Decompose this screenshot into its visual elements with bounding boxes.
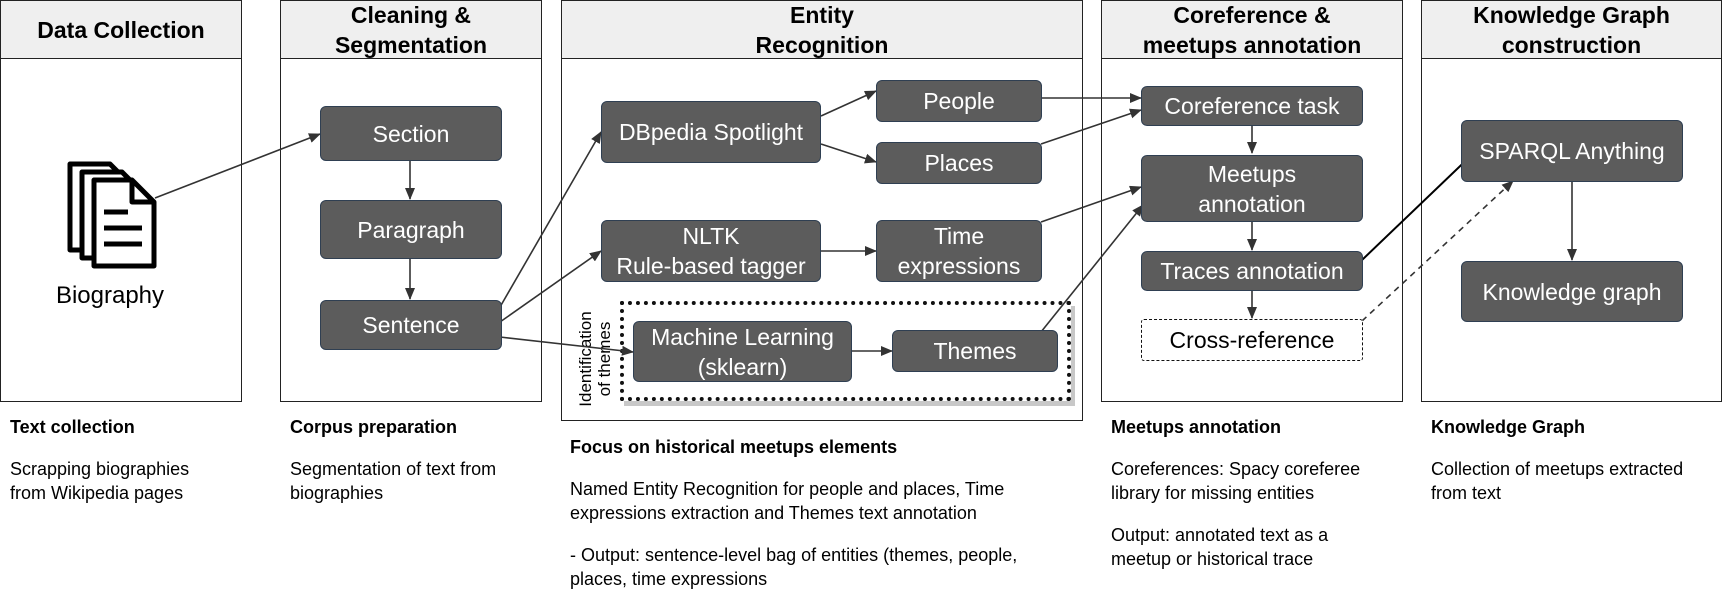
caption-cleaning: Corpus preparation Segmentation of text … <box>290 415 550 523</box>
dbpedia-spotlight-node: DBpedia Spotlight <box>601 101 821 163</box>
machine-learning-node: Machine Learning (sklearn) <box>633 321 852 382</box>
caption-knowledge-graph: Knowledge Graph Collection of meetups ex… <box>1431 415 1721 523</box>
caption-title: Meetups annotation <box>1111 417 1281 437</box>
caption-title: Focus on historical meetups elements <box>570 437 898 457</box>
nltk-node: NLTK Rule-based tagger <box>601 220 821 282</box>
caption-coreference: Meetups annotation Coreferences: Spacy c… <box>1111 415 1411 589</box>
paragraph-node: Paragraph <box>320 200 502 259</box>
sparql-anything-node: SPARQL Anything <box>1461 120 1683 182</box>
caption-entity: Focus on historical meetups elements Nam… <box>570 435 1090 609</box>
caption-text: Coreferences: Spacy coreferee library fo… <box>1111 459 1361 503</box>
people-node: People <box>876 80 1042 122</box>
caption-title: Corpus preparation <box>290 417 458 437</box>
themes-node: Themes <box>892 330 1058 372</box>
caption-output: Output: annotated text as a meetup or hi… <box>1111 525 1329 569</box>
caption-text: Named Entity Recognition for people and … <box>570 479 1005 523</box>
coreference-task-node: Coreference task <box>1141 86 1363 126</box>
caption-data-collection: Text collection Scrapping biographies fr… <box>10 415 240 523</box>
document-stack-icon <box>67 161 157 269</box>
caption-text: Scrapping biographies from Wikipedia pag… <box>10 459 190 503</box>
caption-title: Knowledge Graph <box>1431 417 1586 437</box>
panel-data-collection: Data Collection <box>0 0 242 402</box>
knowledge-graph-node: Knowledge graph <box>1461 261 1683 322</box>
caption-text: Collection of meetups extracted from tex… <box>1431 459 1684 503</box>
section-node: Section <box>320 106 502 161</box>
panel-title-coreference: Coreference & meetups annotation <box>1102 1 1402 59</box>
biography-label: Biography <box>55 282 165 309</box>
panel-knowledge-graph: Knowledge Graph construction <box>1421 0 1722 402</box>
cross-reference-node: Cross-reference <box>1141 319 1363 361</box>
places-node: Places <box>876 142 1042 184</box>
panel-title-data-collection: Data Collection <box>1 1 241 59</box>
traces-annotation-node: Traces annotation <box>1141 251 1363 291</box>
caption-title: Text collection <box>10 417 135 437</box>
panel-title-cleaning: Cleaning & Segmentation <box>281 1 541 59</box>
panel-title-knowledge-graph: Knowledge Graph construction <box>1422 1 1721 59</box>
caption-text: Segmentation of text from biographies <box>290 459 497 503</box>
meetups-annotation-node: Meetups annotation <box>1141 155 1363 222</box>
panel-title-entity-recognition: Entity Recognition <box>562 1 1082 59</box>
caption-output: - Output: sentence-level bag of entities… <box>570 545 1018 589</box>
sentence-node: Sentence <box>320 300 502 350</box>
time-expressions-node: Time expressions <box>876 220 1042 282</box>
